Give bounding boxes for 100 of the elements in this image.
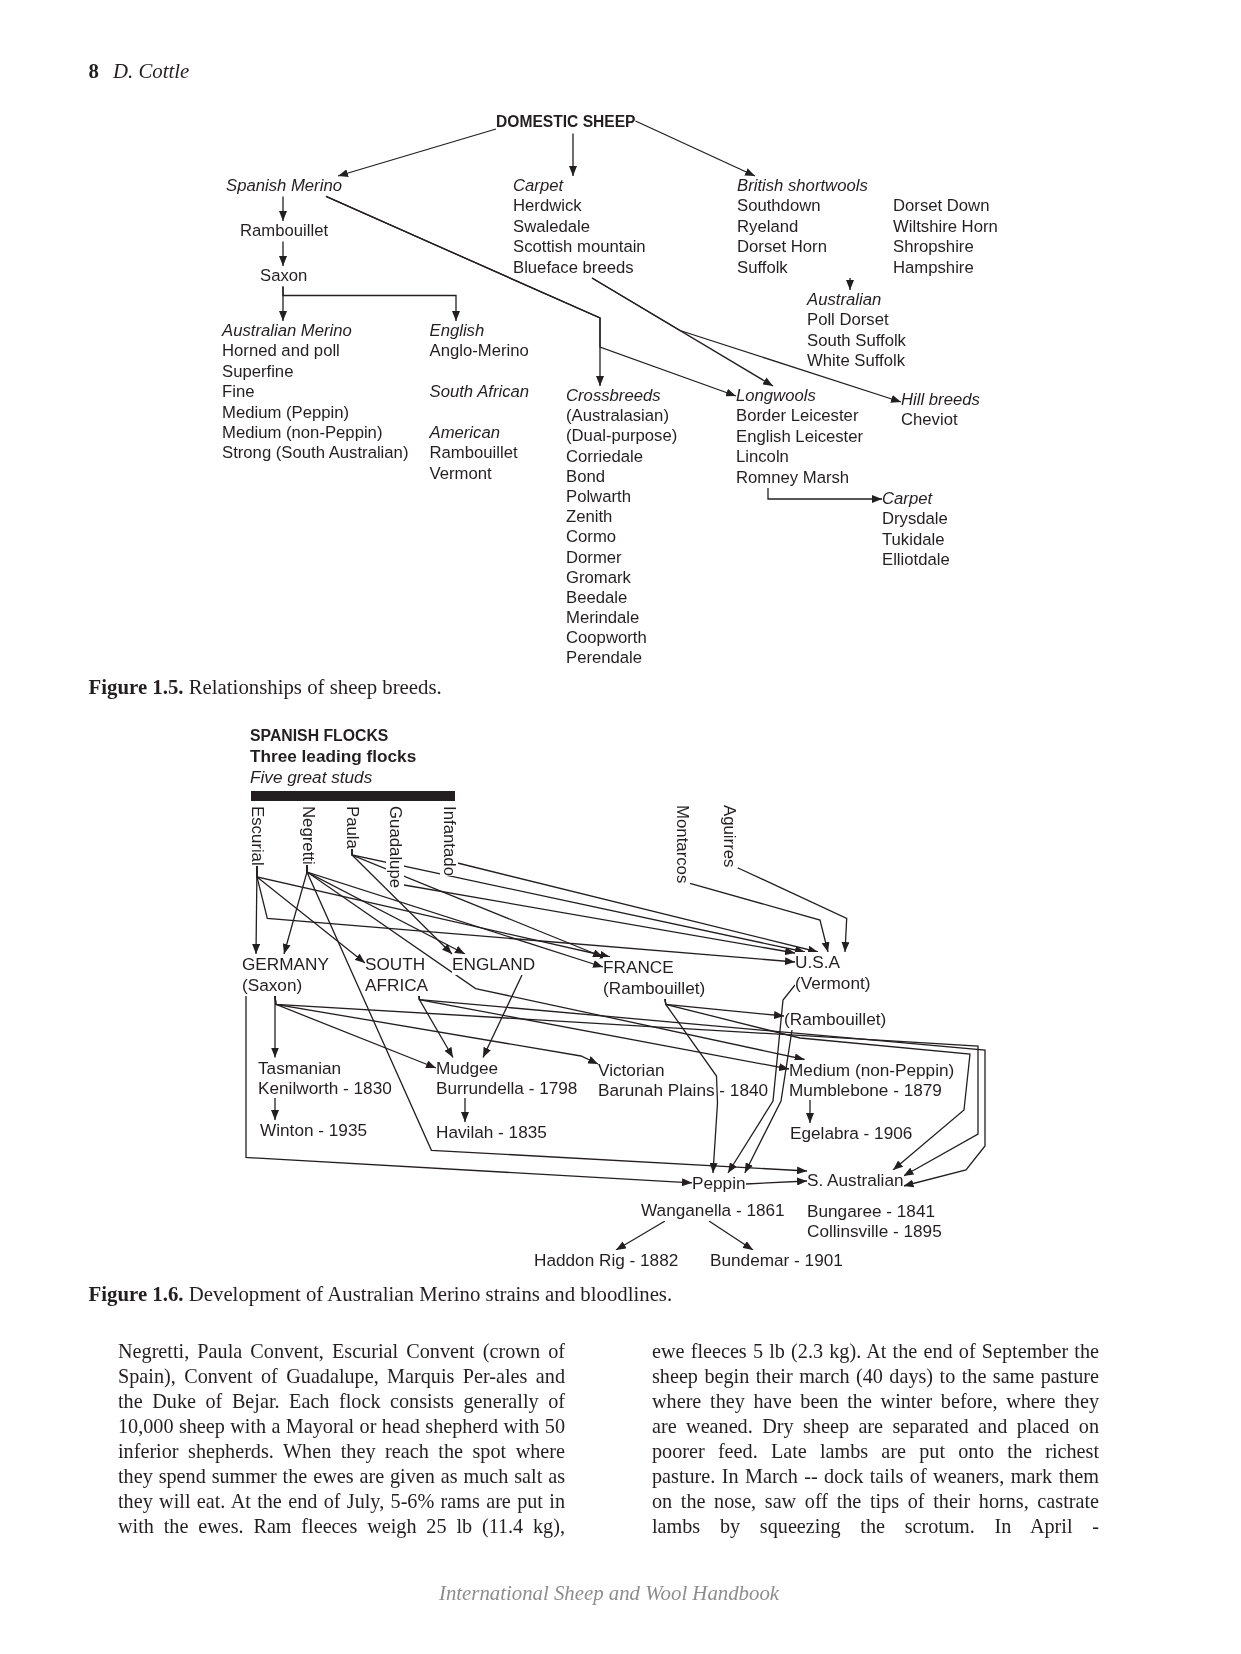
arrow [615,1220,666,1251]
stud-label: Bungaree - 1841 [807,1201,936,1221]
breed-name: Fine [222,382,255,403]
breed-name: Southdown [737,196,821,217]
arrow [806,1098,814,1124]
arrow [664,998,971,1171]
breed-name: Beedale [566,587,628,609]
arrow [727,984,796,1174]
breed-name: Superfine [222,361,294,383]
breed-name: Herdwick [513,196,582,217]
strain-label: Peppin [692,1173,746,1194]
stud-name: Guadalupe [386,806,404,889]
body-paragraph: Negretti, Paula Convent, Escurial Convent (crown of Spain), Convent of Guadalupe, Marquis Per-ales and the Duke of Bejar. Each flock consists generally of 10,000 sheep with a Mayoral or head shepherd with 50 inferior shepherds. When they reach the spot where they spend summer the ewes are given as much salt as they will eat. At the end of July, 5-6% rams are put in with the ewes. Ram fleeces weigh 25 lb (11.4 kg), [118,1339,565,1540]
breed-name: Wiltshire Horn [893,216,998,238]
breed-name: Dorset Down [893,196,990,217]
breed-name: Blueface breeds [513,257,634,278]
breed-name: Zenith [566,507,613,528]
section-heading: Five great studs [250,767,373,788]
breed-name: Dormer [566,547,622,568]
breed-name: Perendale [566,648,643,669]
figure-caption: Figure 1.5. Relationships of sheep breeds. [88,674,442,700]
group-heading: Hill breeds [901,390,980,411]
group-heading: British shortwools [737,176,868,197]
breed-name: Ryeland [737,216,799,238]
breed-name: Romney Marsh [736,467,850,488]
country-label: ENGLAND [452,954,536,975]
breed-name: Strong (South Australian) [222,443,409,464]
group-heading: Crossbreeds [566,386,661,407]
stud-name: Infantado [439,806,458,876]
stud-label: Collinsville - 1895 [807,1221,942,1241]
breed-name: White Suffolk [807,351,905,372]
arrow [591,277,902,403]
group-heading: Carpet [882,489,933,510]
arrow [245,995,693,1187]
arrow [418,995,986,1188]
stud-label: Haddon Rig - 1882 [534,1250,679,1271]
stud-name: Negretti [298,806,317,865]
breed-name: South Suffolk [807,330,906,352]
breed-name: Polwarth [566,486,631,508]
breed-name: Lincoln [736,447,789,468]
arrow [708,1220,754,1251]
breed-name: Suffolk [737,257,788,278]
arrow [461,1096,469,1123]
breed-name: Horned and poll [222,341,340,362]
arrow [351,848,806,954]
page-number: 8 [88,58,99,84]
breed-name: Rambouillet [429,443,518,464]
arrow [325,195,737,397]
breed-name: Cormo [566,527,617,548]
breed-name: Scottish mountain [513,237,646,258]
running-footer: International Sheep and Wool Handbook [409,1580,809,1606]
breed-name: Merindale [566,608,640,629]
arrow [569,132,577,177]
breed-name: Gromark [566,567,631,588]
arrow [482,974,523,1059]
group-heading: Australian [807,290,882,311]
breed-name: Dorset Horn [737,237,827,258]
breed-name: Swaledale [513,216,590,238]
breed-name: Medium (Peppin) [222,402,350,423]
arrow [736,866,850,953]
arrow [403,884,796,956]
breed-name: (Dual-purpose) [566,426,678,447]
diagram-heading: DOMESTIC SHEEP [496,111,636,134]
arrow [689,882,830,953]
breed-name: Cheviot [901,410,958,431]
breed-name: Saxon [260,266,308,287]
arrow [271,1096,279,1121]
breed-name: Elliotdale [882,550,950,571]
arrow [256,865,796,966]
arrow [337,128,497,177]
breed-name: Anglo-Merino [429,341,529,362]
stud-label: Barunah Plains - 1840 [598,1079,769,1100]
breed-name: Coopworth [566,628,647,649]
group-heading: Longwools [736,386,816,407]
arrow [274,995,979,1177]
group-heading: South African [429,382,530,403]
arrow [279,195,287,222]
arrow [744,1177,808,1186]
group-heading: American [429,422,500,444]
group-heading: Carpet [513,176,564,197]
breed-name: Corriedale [566,446,643,467]
figure-caption: Figure 1.6. Development of Australian Merino strains and bloodlines. [88,1281,673,1307]
breed-name: Hampshire [893,257,974,278]
breed-name: Shropshire [893,237,974,258]
arrow [634,120,756,177]
arrow [279,240,287,267]
breed-name: English Leicester [736,426,864,448]
body-paragraph: ewe fleeces 5 lb (2.3 kg). At the end of September the sheep begin their march (40 days) to the same pasture where they have been the winter before, where they are weaned. Dry sheep are separated and placed on poorer feed. Late lambs are put onto the richest pasture. In March -- dock tails of weaners, mark them on the nose, saw off the tips of their horns, castrate lambs by squeezing the scrotum. In April - [652,1339,1099,1540]
breed-name: (Australasian) [566,406,669,427]
group-heading: English [429,321,485,342]
breed-name: Vermont [429,463,492,485]
group-heading: Australian Merino [222,321,352,342]
section-heading: SPANISH FLOCKS [250,726,389,746]
group-heading: Spanish Merino [226,176,342,197]
stud-name: Aguirres [720,805,738,868]
breed-name: Border Leicester [736,406,859,427]
arrow [456,862,819,954]
section-heading: Three leading flocks [250,746,417,767]
breed-name: Drysdale [882,509,948,530]
arrow [767,487,883,503]
